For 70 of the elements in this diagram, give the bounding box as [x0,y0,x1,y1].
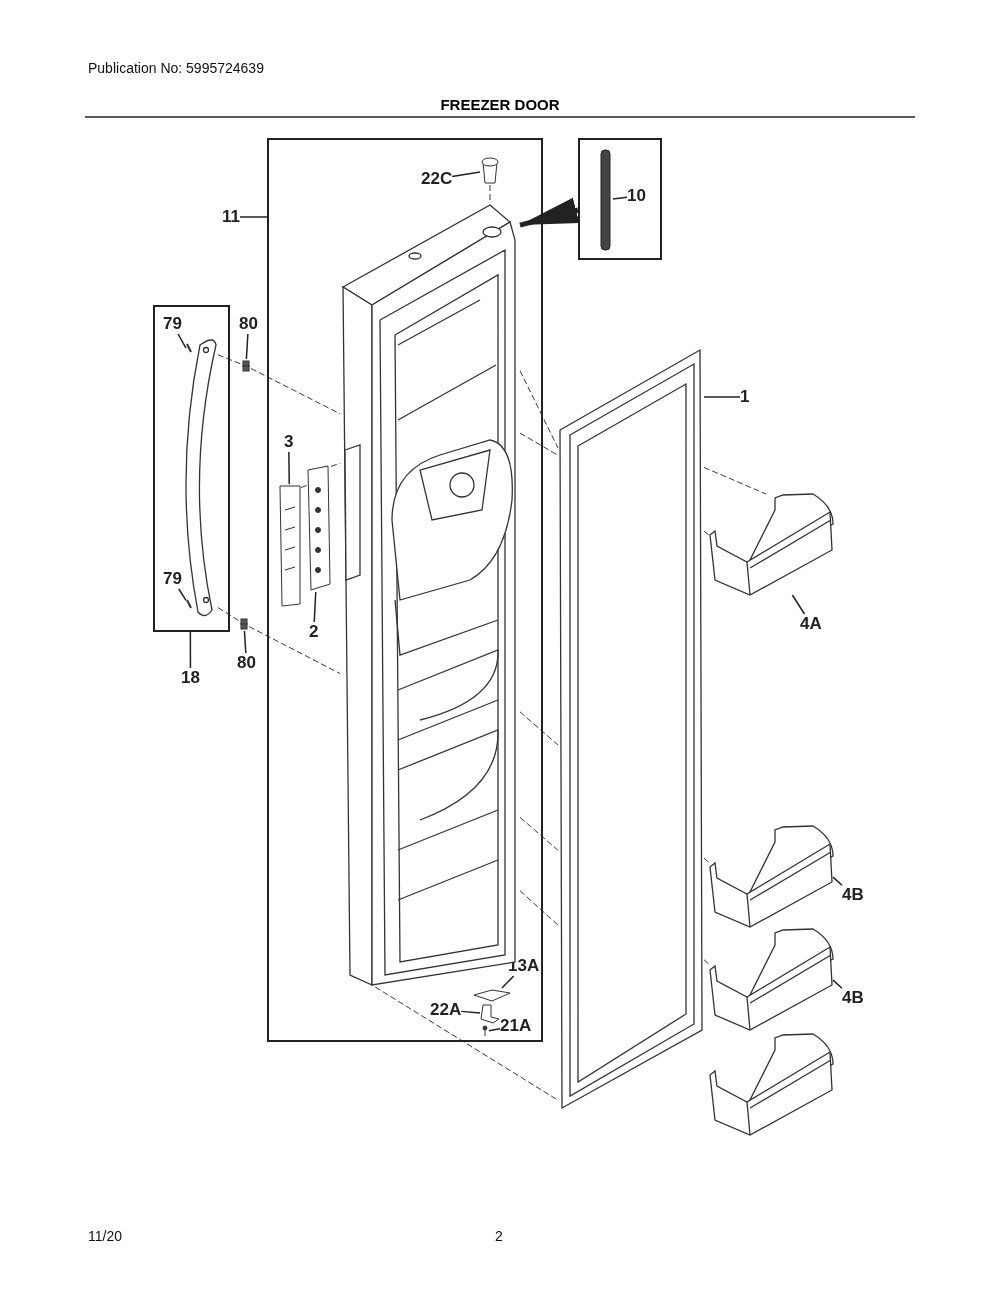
leader-line [488,1028,501,1032]
publication-number: Publication No: 5995724639 [88,60,264,76]
leader-line [460,1010,481,1014]
screw-drawing [241,359,251,373]
alignment-line [248,626,341,674]
door-bin-drawing [710,1034,833,1135]
leader-line [243,630,247,654]
door-bin-drawing [710,494,833,595]
callout-number: 10 [627,186,646,206]
callout-number: 22A [430,1000,462,1020]
group-frame [153,305,230,632]
callout-number: 2 [309,622,319,642]
callout-number: 4B [842,885,864,905]
callout-number: 80 [239,314,258,334]
callout-number: 22C [421,169,453,189]
control-panel-overlay-drawing [279,484,301,608]
leader-line [189,631,192,669]
alignment-line [519,370,559,449]
callout-number: 3 [284,432,294,452]
door-bin-drawing [710,826,833,927]
leader-line [791,594,806,615]
tube-drawing [599,148,613,252]
alignment-line [703,857,711,864]
detail-pointer [519,197,580,228]
alignment-line [250,368,341,415]
alignment-line [703,467,767,495]
leader-line [451,171,481,178]
callout-number: 11 [222,207,240,227]
hinge-pin-drawing [480,1004,502,1024]
callout-number: 18 [181,668,200,688]
page-number: 2 [495,1228,503,1244]
alignment-line [489,184,491,201]
leader-line [177,333,187,349]
group-frame [578,138,662,260]
page-title: FREEZER DOOR [439,96,561,113]
screw-drawing [481,1025,489,1038]
alignment-line [703,530,711,537]
door-bin-drawing [710,929,833,1030]
leader-line [832,876,843,886]
callout-number: 4B [842,988,864,1008]
alignment-line [217,354,242,365]
alignment-line [519,816,559,851]
screw-drawing [239,617,249,631]
callout-number: 21A [500,1016,532,1036]
cap-drawing [480,156,500,185]
leader-line [313,591,317,623]
control-board-drawing [307,463,331,592]
leader-line [501,975,515,989]
alignment-line [300,484,308,489]
callout-number: 1 [740,387,750,407]
leader-line [703,396,741,398]
hinge-bracket-drawing [472,988,512,1003]
alignment-line [217,607,240,622]
leader-line [612,196,628,200]
alignment-line [703,959,711,966]
group-frame [267,138,543,1042]
callout-number: 80 [237,653,256,673]
leader-line [178,588,187,602]
date-code: 11/20 [88,1228,122,1244]
alignment-line [519,432,559,456]
alignment-line [374,986,559,1101]
alignment-line [519,711,559,746]
leader-line [288,451,290,485]
callout-number: 4A [800,614,822,634]
leader-line [239,216,268,218]
door-gasket-drawing [558,348,704,1110]
callout-number: 79 [163,314,182,334]
callout-number: 79 [163,569,182,589]
leader-line [245,333,249,360]
leader-line [832,979,843,989]
